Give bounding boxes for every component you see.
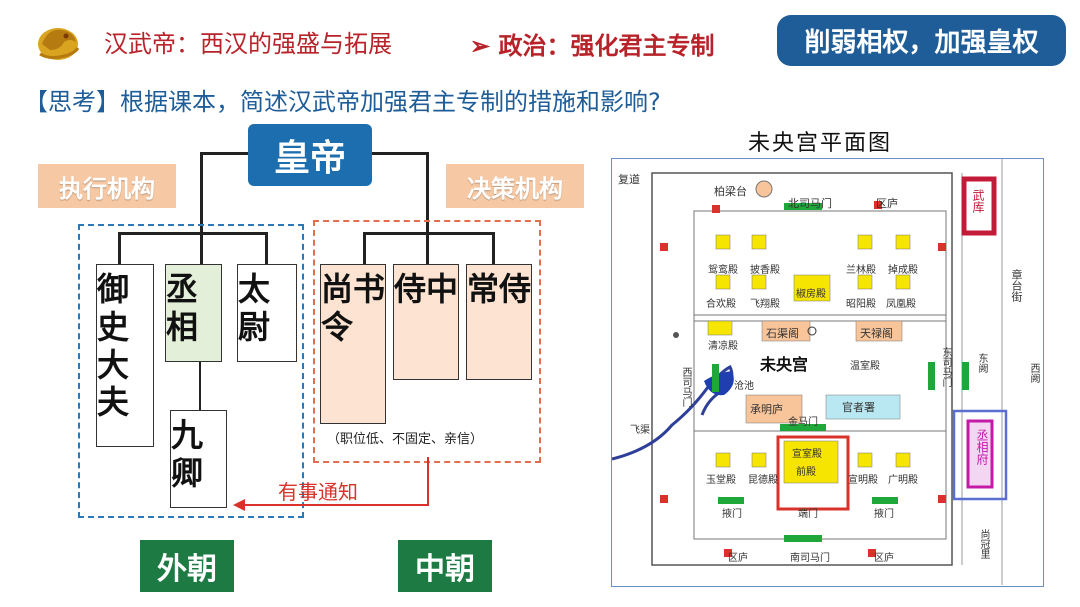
inner-note: （职位低、不固定、亲信）	[327, 432, 484, 447]
map-label: 沧池	[734, 381, 754, 392]
palace-map-svg	[611, 159, 1008, 585]
outer-court-frame	[78, 224, 304, 518]
connector-line	[200, 152, 248, 155]
map-label: 章台街	[1010, 269, 1023, 302]
map-label: 区庐	[728, 553, 748, 564]
map-label: 西阙	[1028, 363, 1039, 383]
map-label: 合欢殿	[706, 299, 736, 310]
map-label: 石渠阁	[766, 327, 799, 340]
notify-label: 有事通知	[278, 480, 358, 504]
taiwei-box: 太尉	[237, 264, 297, 362]
map-label: 昆德殿	[748, 475, 778, 486]
map-label: 承明庐	[750, 403, 783, 416]
connector-line	[363, 232, 366, 264]
connector-line	[363, 232, 495, 235]
map-label: 复道	[618, 173, 640, 186]
question-text: 【思考】根据课本，简述汉武帝加强君主专制的措施和影响?	[24, 88, 661, 116]
connector-line	[492, 232, 495, 264]
outer-court-label: 外朝	[140, 540, 234, 592]
map-label: 兰林殿	[846, 265, 876, 276]
map-label: 端门	[798, 509, 818, 520]
connector-line	[118, 232, 268, 235]
map-label: 尚冠里	[978, 529, 989, 559]
connector-line	[372, 152, 428, 155]
map-label: 北司马门	[788, 197, 832, 210]
chengxiang-box: 丞相	[165, 264, 222, 362]
decision-label: 决策机构	[446, 164, 584, 208]
map-label: 前殿	[796, 467, 816, 478]
emperor-box: 皇帝	[248, 124, 372, 186]
header-tag: 削弱相权，加强皇权	[777, 15, 1066, 66]
map-label: 昭阳殿	[846, 299, 876, 310]
map-label: 凤凰殿	[886, 299, 916, 310]
map-label: 区庐	[874, 553, 894, 564]
connector-line	[199, 362, 201, 410]
palace-map: 复道 柏梁台 北司马门 区庐 武库 章台街 鸳鸾殿 披香殿 兰林殿 掉成殿 椒房…	[611, 158, 1044, 587]
inner-court-label: 中朝	[398, 540, 492, 592]
shizhong-box: 侍中	[393, 264, 459, 380]
map-label: 东阙	[976, 353, 987, 373]
map-label: 东司马门	[940, 347, 951, 387]
header-title: 汉武帝：西汉的强盛与拓展	[104, 30, 392, 58]
map-label: 天禄阁	[860, 327, 893, 340]
map-label: 丞相府	[975, 429, 989, 465]
exec-label: 执行机构	[38, 164, 176, 208]
map-label: 掖门	[722, 509, 742, 520]
yushi-box: 御史大夫	[96, 264, 154, 447]
map-label: 飞渠	[630, 425, 650, 436]
dragon-logo-icon	[34, 20, 82, 64]
changshi-box: 常侍	[466, 264, 532, 380]
connector-line	[426, 152, 429, 264]
map-title: 未央宫平面图	[748, 131, 893, 156]
map-label: 飞翔殿	[750, 299, 780, 310]
map-label: 宣室殿	[792, 449, 822, 460]
map-label: 南司马门	[790, 553, 830, 564]
header-subtitle: ➢ 政治：强化君主专制	[470, 31, 715, 60]
map-label: 柏梁台	[714, 185, 747, 198]
connector-line	[118, 232, 121, 264]
map-label: 玉堂殿	[706, 475, 736, 486]
shangshuling-box: 尚书令	[320, 264, 386, 424]
map-label: 温室殿	[850, 361, 880, 372]
map-label: 宣明殿	[848, 475, 878, 486]
map-label: 金马门	[788, 417, 818, 428]
map-label: 披香殿	[750, 265, 780, 276]
connector-line	[265, 232, 268, 264]
map-label: 广明殿	[888, 475, 918, 486]
jiuqing-box: 九卿	[170, 410, 227, 508]
map-label: 掉成殿	[888, 265, 918, 276]
map-label: 掖门	[874, 509, 894, 520]
map-label: 区庐	[876, 197, 898, 210]
map-label: 椒房殿	[796, 289, 826, 300]
map-label: 未央宫	[760, 355, 809, 374]
connector-line	[200, 152, 203, 264]
map-label: 清凉殿	[708, 341, 738, 352]
notify-arrow-icon	[233, 457, 429, 511]
map-label: 官者署	[842, 401, 875, 414]
map-label: 武库	[971, 189, 985, 213]
map-label: 西司马门	[680, 367, 691, 407]
map-label: 鸳鸾殿	[708, 265, 738, 276]
